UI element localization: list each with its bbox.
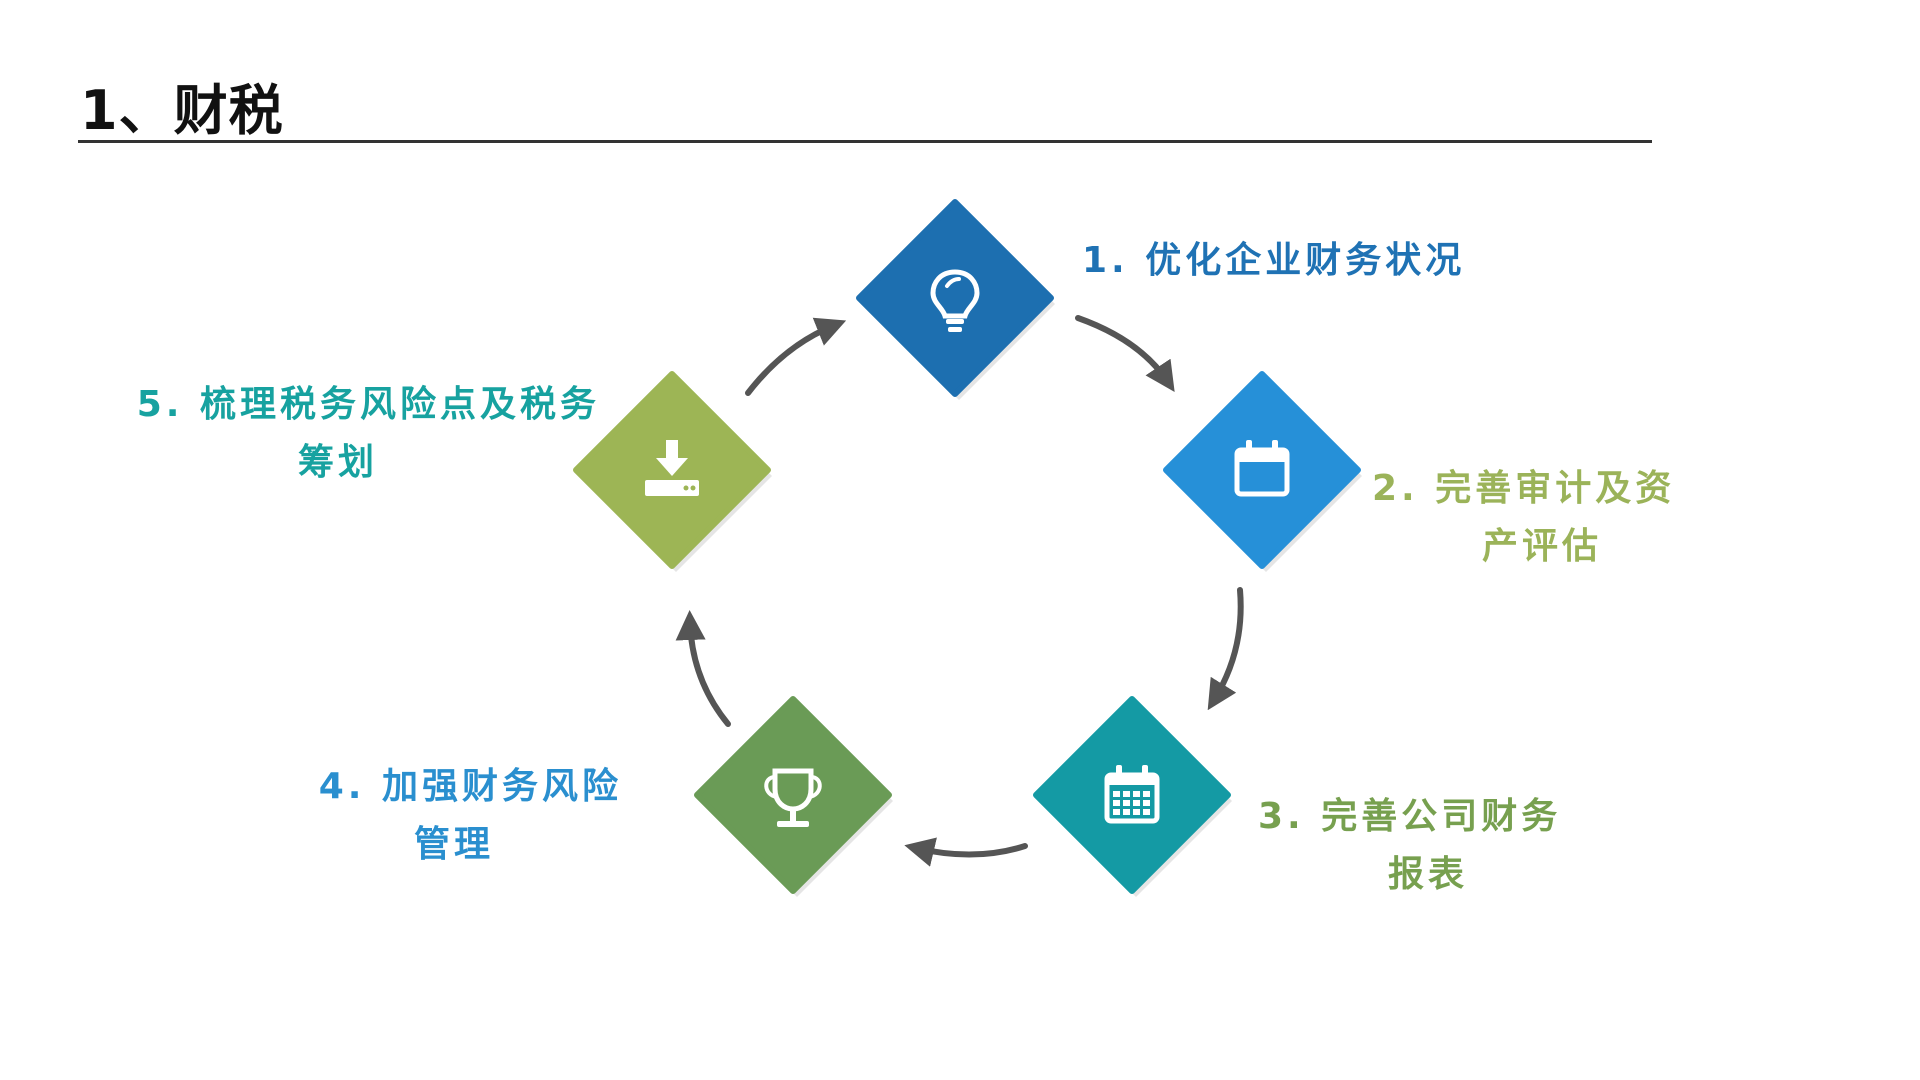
lightbulb-icon xyxy=(930,269,980,332)
step-1-node xyxy=(856,199,1055,400)
arrow-4-to-5 xyxy=(675,610,731,727)
calendar-grid-icon xyxy=(1104,765,1160,824)
step-5-label-line2: 筹划 xyxy=(297,442,378,483)
step-4-node xyxy=(694,696,893,897)
calendar-icon xyxy=(1234,440,1290,497)
step-1-diamond xyxy=(856,199,1054,397)
step-5-label-line1: 5. 梳理税务风险点及税务 xyxy=(136,384,600,425)
step-3-label-line2: 报表 xyxy=(1388,854,1469,895)
step-1-label: 1. 优化企业财务状况 xyxy=(1082,232,1465,290)
step-3-diamond xyxy=(1033,696,1231,894)
step-3-node xyxy=(1033,696,1232,897)
arrow-3-to-4 xyxy=(904,837,1028,867)
step-2-label: 2. 完善审计及资 产评估 xyxy=(1372,460,1675,576)
step-5-node xyxy=(573,371,772,572)
arrow-5-to-1 xyxy=(745,317,847,396)
download-icon xyxy=(645,440,699,496)
step-4-diamond xyxy=(694,696,892,894)
nodes-layer xyxy=(573,199,1362,897)
step-2-node xyxy=(1163,371,1362,572)
step-5-label: 5. 梳理税务风险点及税务 筹划 xyxy=(62,376,600,492)
arrow-1-to-2 xyxy=(1075,315,1175,392)
step-2-label-line1: 2. 完善审计及资 xyxy=(1372,468,1676,509)
arrow-2-to-3 xyxy=(1207,587,1244,711)
title-underline xyxy=(78,140,1652,143)
step-2-diamond xyxy=(1163,371,1361,569)
step-1-label-line1: 1. 优化企业财务状况 xyxy=(1082,240,1466,281)
trophy-icon xyxy=(764,768,822,827)
step-4-label: 4. 加强财务风险 管理 xyxy=(262,758,622,874)
step-4-label-line1: 4. 加强财务风险 xyxy=(318,766,622,807)
page-title: 1、财税 xyxy=(80,79,284,142)
step-3-label: 3. 完善公司财务 报表 xyxy=(1258,788,1561,904)
arrows-layer xyxy=(675,315,1244,867)
step-4-label-line2: 管理 xyxy=(413,824,494,865)
step-3-label-line1: 3. 完善公司财务 xyxy=(1258,796,1562,837)
step-2-label-line2: 产评估 xyxy=(1482,526,1603,567)
